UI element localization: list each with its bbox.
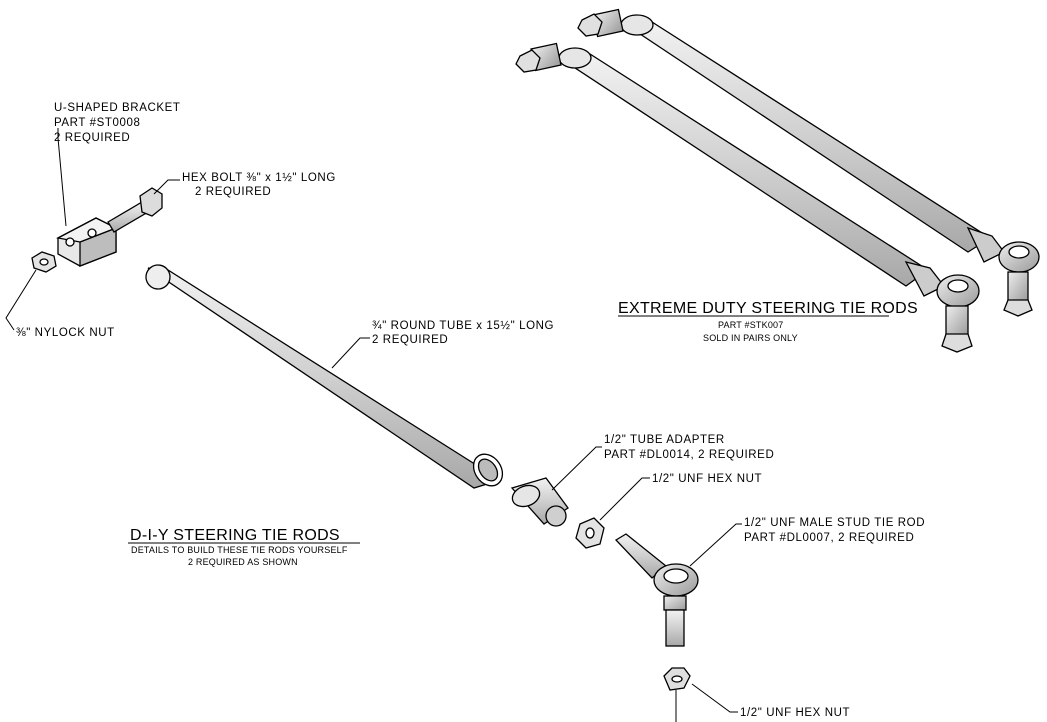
upper-hex-nut (575, 517, 605, 549)
adapter-title: 1/2" TUBE ADAPTER (604, 434, 725, 446)
extreme-part: PART #STK007 (718, 320, 783, 330)
hex-bolt-qty: 2 REQUIRED (195, 186, 271, 198)
leader-lines (5, 128, 889, 722)
hex-bolt-title: HEX BOLT ⅜" x 1½" LONG (182, 172, 336, 184)
male-stud-tie-rod (614, 533, 699, 647)
round-tube (145, 264, 504, 489)
extreme-tie-rod-front (515, 42, 980, 353)
tube-title: ¾" ROUND TUBE x 15½" LONG (372, 320, 554, 332)
adapter-part: PART #DL0014, 2 REQUIRED (604, 449, 774, 461)
extreme-tie-rod-back (577, 8, 1040, 317)
bracket-qty: 2 REQUIRED (54, 132, 130, 144)
extreme-title: EXTREME DUTY STEERING TIE RODS (618, 300, 918, 317)
bracket-title: U-SHAPED BRACKET (54, 102, 181, 114)
u-shaped-bracket (56, 217, 118, 267)
stud-rod-part: PART #DL0007, 2 REQUIRED (744, 532, 914, 544)
diy-line1: DETAILS TO BUILD THESE TIE RODS YOURSELF (131, 545, 348, 555)
nylock-nut (31, 251, 57, 273)
diy-title: D-I-Y STEERING TIE RODS (130, 527, 340, 544)
extreme-note: SOLD IN PAIRS ONLY (703, 333, 798, 343)
tube-qty: 2 REQUIRED (372, 334, 448, 346)
nylock-title: ⅜" NYLOCK NUT (16, 327, 115, 339)
diy-line2: 2 REQUIRED AS SHOWN (188, 557, 298, 567)
hex-bolt (107, 187, 163, 233)
lower-hex-nut (663, 667, 691, 691)
stud-rod-title: 1/2" UNF MALE STUD TIE ROD (744, 517, 925, 529)
hex-nut-upper-title: 1/2" UNF HEX NUT (652, 473, 762, 485)
bracket-part: PART #ST0008 (54, 117, 140, 129)
tube-adapter (510, 477, 569, 527)
hex-nut-lower-title: 1/2" UNF HEX NUT (740, 707, 850, 719)
